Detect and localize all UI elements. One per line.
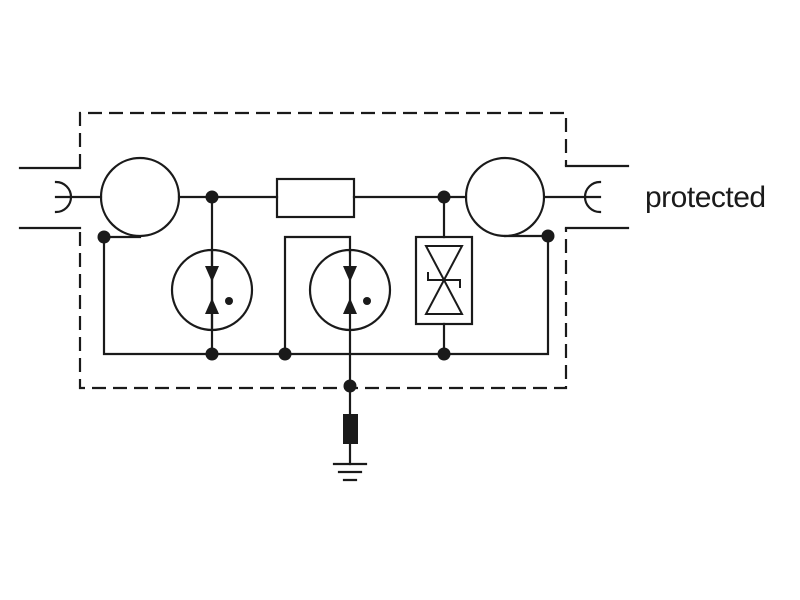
earth-ground [332,414,368,482]
ground-bus [102,234,550,356]
enclosure-dashed-outline [78,111,568,168]
left-coil-symbol [99,156,181,238]
right-coil-symbol [464,156,546,238]
suppressor-diode [414,195,474,356]
gas-discharge-tube-1 [170,195,254,356]
series-resistor [275,177,356,219]
enclosure-dashed-bottom [78,228,568,390]
gas-discharge-tube-2 [283,235,392,420]
protected-side-label: protected [645,181,766,214]
junction-dots [97,190,555,393]
